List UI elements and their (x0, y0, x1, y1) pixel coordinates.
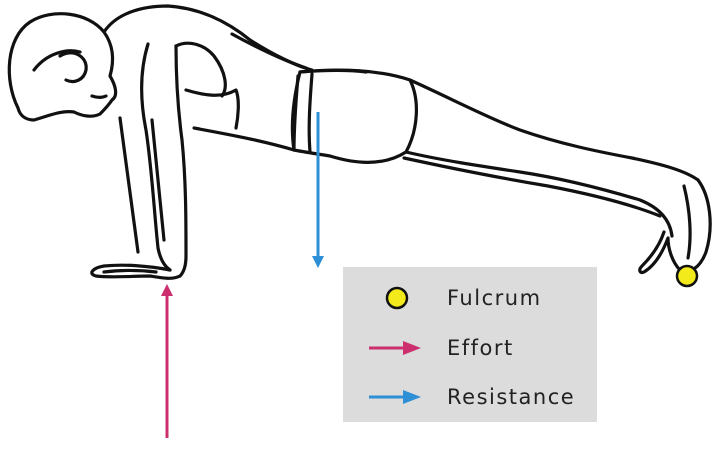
legend-item-effort: Effort (343, 333, 597, 363)
shorts-stripe-a (292, 74, 300, 152)
front-arm-outer (140, 42, 172, 272)
belly-line (192, 126, 296, 152)
resistance-arrow-icon (369, 390, 421, 404)
legend-label-resistance: Resistance (447, 385, 576, 409)
person-figure (7, 4, 712, 280)
hand-outline (90, 263, 182, 280)
legend-label-effort: Effort (447, 336, 514, 360)
effort-arrow-icon (369, 341, 421, 355)
back-outline (102, 4, 314, 72)
leg-bottom (404, 150, 674, 238)
leg-stripe (402, 156, 662, 218)
legend-item-resistance: Resistance (343, 382, 597, 412)
waistband (298, 68, 368, 74)
heel-line (682, 184, 692, 260)
upper-back (230, 32, 308, 70)
arm-stripe (150, 118, 166, 242)
finger-line (102, 268, 158, 274)
leg-top (408, 78, 700, 182)
front-arm-inner (174, 44, 188, 278)
legend: Fulcrum Effort Resistance (343, 267, 597, 422)
hair-line (32, 49, 82, 72)
fulcrum-marker (675, 264, 699, 288)
legend-label-fulcrum: Fulcrum (447, 286, 542, 310)
foot-outline (638, 178, 712, 275)
back-arm (118, 116, 140, 254)
shoulder (174, 41, 227, 98)
face-detail (90, 94, 108, 100)
ear-outline (58, 51, 88, 84)
chest-outline (184, 88, 240, 130)
yellow-circle-icon (385, 286, 409, 310)
shorts-stripe-b (307, 72, 314, 154)
legend-item-fulcrum: Fulcrum (343, 283, 597, 313)
head-outline (7, 12, 118, 122)
